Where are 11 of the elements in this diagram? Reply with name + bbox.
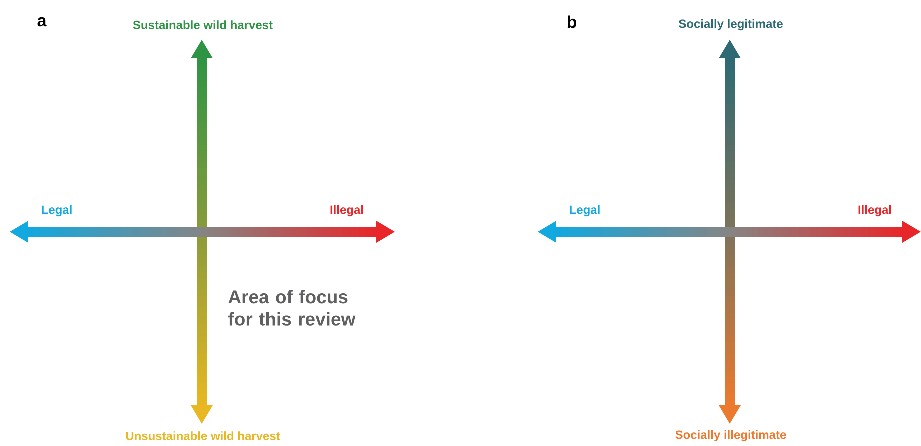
- axis-label: Illegal: [330, 205, 364, 217]
- axis-label: Illegal: [858, 205, 892, 217]
- axis-label: Sustainable wild harvest: [133, 20, 273, 30]
- panel-letter: b: [568, 16, 576, 28]
- axis-label: Legal: [42, 205, 72, 217]
- panel-letter: a: [38, 17, 47, 27]
- axis-label: Socially illegitimate: [676, 430, 786, 442]
- axis-label: Legal: [570, 205, 600, 217]
- annotation-text: Area of focus for this review: [228, 290, 356, 326]
- axis-label: Unsustainable wild harvest: [126, 432, 280, 440]
- axis-label: Socially legitimate: [679, 19, 783, 31]
